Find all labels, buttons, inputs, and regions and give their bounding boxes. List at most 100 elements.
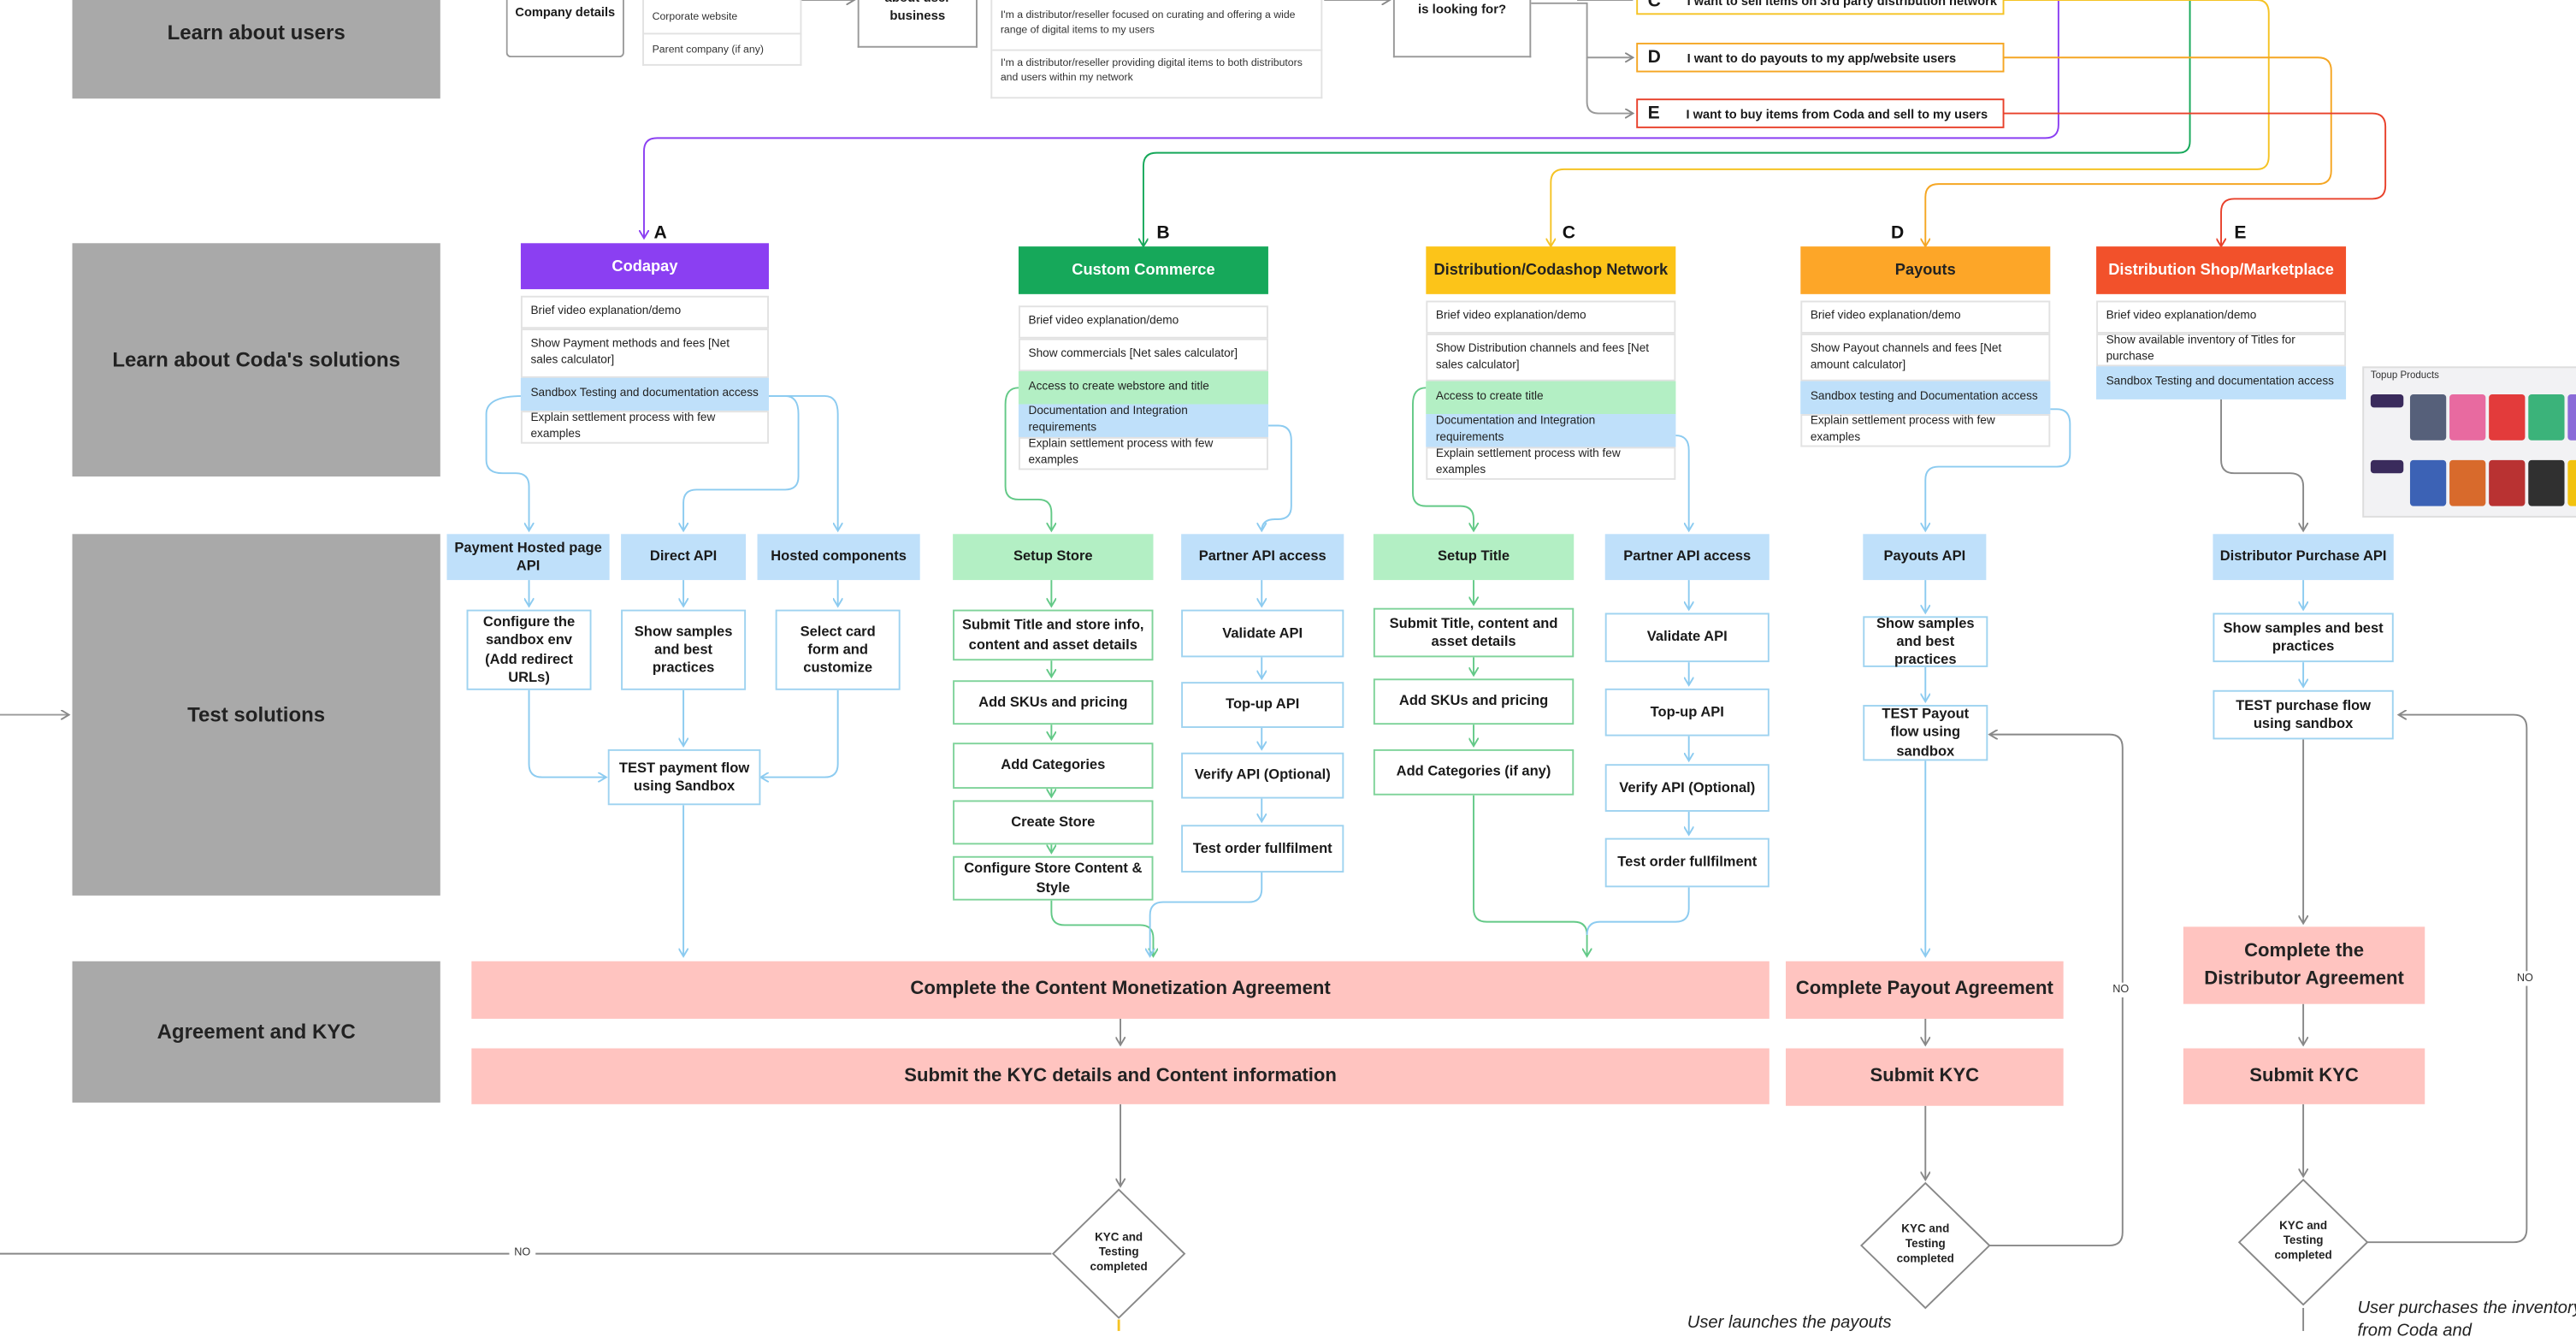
submit-title-box[interactable]: Submit Title, content and asset details: [1373, 607, 1575, 658]
configure-sandbox-box[interactable]: Configure the sandbox env (Add redirect …: [466, 609, 592, 690]
partner-api-access-box[interactable]: Partner API access: [1181, 534, 1344, 581]
codapay-row-1: Brief video explanation/demo: [520, 295, 769, 329]
solution-letter-a: A: [653, 223, 667, 244]
topup-product-thumb[interactable]: [2409, 394, 2447, 441]
payouts-row-1: Brief video explanation/demo: [1800, 300, 2051, 334]
corporate-website-field: Corporate website: [652, 11, 738, 23]
payouts-header[interactable]: Payouts: [1800, 246, 2051, 294]
submit-title-store-box[interactable]: Submit Title and store info, content and…: [953, 609, 1154, 661]
show-samples-box[interactable]: Show samples and best practices: [2213, 612, 2394, 663]
create-store-box[interactable]: Create Store: [953, 800, 1154, 845]
solution-letter-c: C: [1562, 223, 1576, 244]
company-fields: Corporate website Parent company (if any…: [642, 0, 802, 66]
distribution-shop-row-3: Sandbox Testing and documentation access: [2096, 366, 2347, 399]
custom-commerce-header[interactable]: Custom Commerce: [1018, 246, 1268, 294]
verify-api-box[interactable]: Verify API (Optional): [1604, 764, 1770, 812]
lane-agreement-kyc: Agreement and KYC: [72, 961, 440, 1103]
payouts-row-2: Show Payout channels and fees [Net amoun…: [1800, 333, 2051, 382]
show-samples-box[interactable]: Show samples and best practices: [1863, 614, 1988, 667]
distribution-row-1: Brief video explanation/demo: [1426, 300, 1676, 334]
custom-commerce-row-5: Explain settlement process with few exam…: [1018, 436, 1268, 470]
partner-api-access-box[interactable]: Partner API access: [1604, 534, 1770, 581]
topup-menu-icon: [2370, 459, 2404, 474]
distribution-header[interactable]: Distribution/Codashop Network: [1426, 246, 1676, 294]
codapay-row-3: Sandbox Testing and documentation access: [520, 377, 769, 411]
distribution-row-5: Explain settlement process with few exam…: [1426, 447, 1676, 480]
no-label: NO: [2514, 971, 2535, 986]
codapay-row-2: Show Payment methods and fees [Net sales…: [520, 328, 769, 378]
add-categories-box[interactable]: Add Categories: [953, 742, 1154, 790]
test-order-box[interactable]: Test order fullfilment: [1181, 825, 1344, 873]
no-label: NO: [509, 1246, 536, 1259]
validate-api-box[interactable]: Validate API: [1181, 609, 1344, 658]
submit-kyc-payouts[interactable]: Submit KYC: [1786, 1048, 2064, 1106]
distributor-purchase-api-box[interactable]: Distributor Purchase API: [2213, 534, 2394, 581]
setup-store-box[interactable]: Setup Store: [953, 534, 1154, 581]
topup-products-panel: Topup Products: [2362, 366, 2576, 518]
distribution-shop-header[interactable]: Distribution Shop/Marketplace: [2096, 246, 2347, 294]
topup-product-thumb[interactable]: [2449, 394, 2486, 441]
topup-product-thumb[interactable]: [2567, 459, 2576, 506]
looking-for-box: is looking for?: [1392, 0, 1532, 58]
solution-letter-e: E: [2234, 223, 2247, 244]
validate-api-box[interactable]: Validate API: [1604, 612, 1770, 663]
show-samples-box[interactable]: Show samples and best practices: [621, 609, 747, 690]
codapay-row-4: Explain settlement process with few exam…: [520, 411, 769, 444]
distribution-shop-row-2: Show available inventory of Titles for p…: [2096, 333, 2347, 367]
custom-commerce-row-1: Brief video explanation/demo: [1018, 305, 1268, 339]
codapay-header[interactable]: Codapay: [520, 243, 769, 290]
configure-store-box[interactable]: Configure Store Content & Style: [953, 855, 1154, 901]
distribution-row-2: Show Distribution channels and fees [Net…: [1426, 333, 1676, 382]
add-skus-box[interactable]: Add SKUs and pricing: [1373, 678, 1575, 725]
submit-kyc-distributor[interactable]: Submit KYC: [2183, 1048, 2425, 1104]
topup-products-title: Topup Products: [2370, 371, 2439, 382]
kyc-decision-2: KYC and Testing completed: [1896, 1224, 1954, 1266]
payout-agreement[interactable]: Complete Payout Agreement: [1786, 961, 2064, 1019]
verify-api-box[interactable]: Verify API (Optional): [1181, 752, 1344, 799]
solution-letter-b: B: [1156, 223, 1170, 244]
topup-api-box[interactable]: Top-up API: [1181, 682, 1344, 728]
hosted-components-box[interactable]: Hosted components: [757, 534, 920, 581]
add-skus-box[interactable]: Add SKUs and pricing: [953, 680, 1154, 725]
test-order-box[interactable]: Test order fullfilment: [1604, 837, 1770, 888]
topup-product-thumb[interactable]: [2528, 459, 2565, 506]
test-payout-flow-box[interactable]: TEST Payout flow using sandbox: [1863, 705, 1988, 761]
distributor-agreement[interactable]: Complete the Distributor Agreement: [2183, 926, 2425, 1004]
distribution-shop-row-1: Brief video explanation/demo: [2096, 300, 2347, 334]
payouts-row-4: Explain settlement process with few exam…: [1800, 414, 2051, 447]
custom-commerce-row-4: Documentation and Integration requiremen…: [1018, 404, 1268, 437]
submit-kyc-content[interactable]: Submit the KYC details and Content infor…: [471, 1048, 1770, 1104]
purchases-note: User purchases the inventory from Coda a…: [2357, 1298, 2576, 1341]
payouts-api-box[interactable]: Payouts API: [1863, 534, 1987, 581]
topup-menu-icon: [2370, 394, 2404, 408]
lane-test-solutions: Test solutions: [72, 534, 440, 896]
topup-product-thumb[interactable]: [2409, 459, 2447, 506]
add-categories-box[interactable]: Add Categories (if any): [1373, 748, 1575, 796]
solution-letter-d: D: [1890, 223, 1905, 244]
parent-company-field: Parent company (if any): [652, 44, 764, 56]
topup-product-thumb[interactable]: [2567, 394, 2576, 441]
lane-learn-about-solutions: Learn about Coda's solutions: [72, 243, 440, 477]
test-payment-flow-box[interactable]: TEST payment flow using Sandbox: [607, 748, 761, 806]
topup-product-thumb[interactable]: [2489, 459, 2526, 506]
custom-commerce-row-2: Show commercials [Net sales calculator]: [1018, 338, 1268, 372]
topup-product-thumb[interactable]: [2489, 394, 2526, 441]
topup-product-thumb[interactable]: [2449, 459, 2486, 506]
topup-api-box[interactable]: Top-up API: [1604, 688, 1770, 737]
topup-product-thumb[interactable]: [2528, 394, 2565, 441]
payouts-row-3: Sandbox testing and Documentation access: [1800, 381, 2051, 415]
direct-api-box[interactable]: Direct API: [621, 534, 747, 581]
providing-option: I'm a distributor/reseller providing dig…: [1000, 57, 1303, 84]
setup-title-box[interactable]: Setup Title: [1373, 534, 1575, 581]
company-details-box: Company details: [505, 0, 624, 58]
content-monetization-agreement[interactable]: Complete the Content Monetization Agreem…: [471, 961, 1770, 1019]
select-card-form-box[interactable]: Select card form and customize: [775, 609, 901, 690]
payouts-note: User launches the payouts: [1687, 1312, 1892, 1333]
payment-hosted-api-box[interactable]: Payment Hosted page API: [446, 534, 610, 581]
test-purchase-flow-box[interactable]: TEST purchase flow using sandbox: [2213, 689, 2394, 740]
distribution-row-4: Documentation and Integration requiremen…: [1426, 414, 1676, 447]
